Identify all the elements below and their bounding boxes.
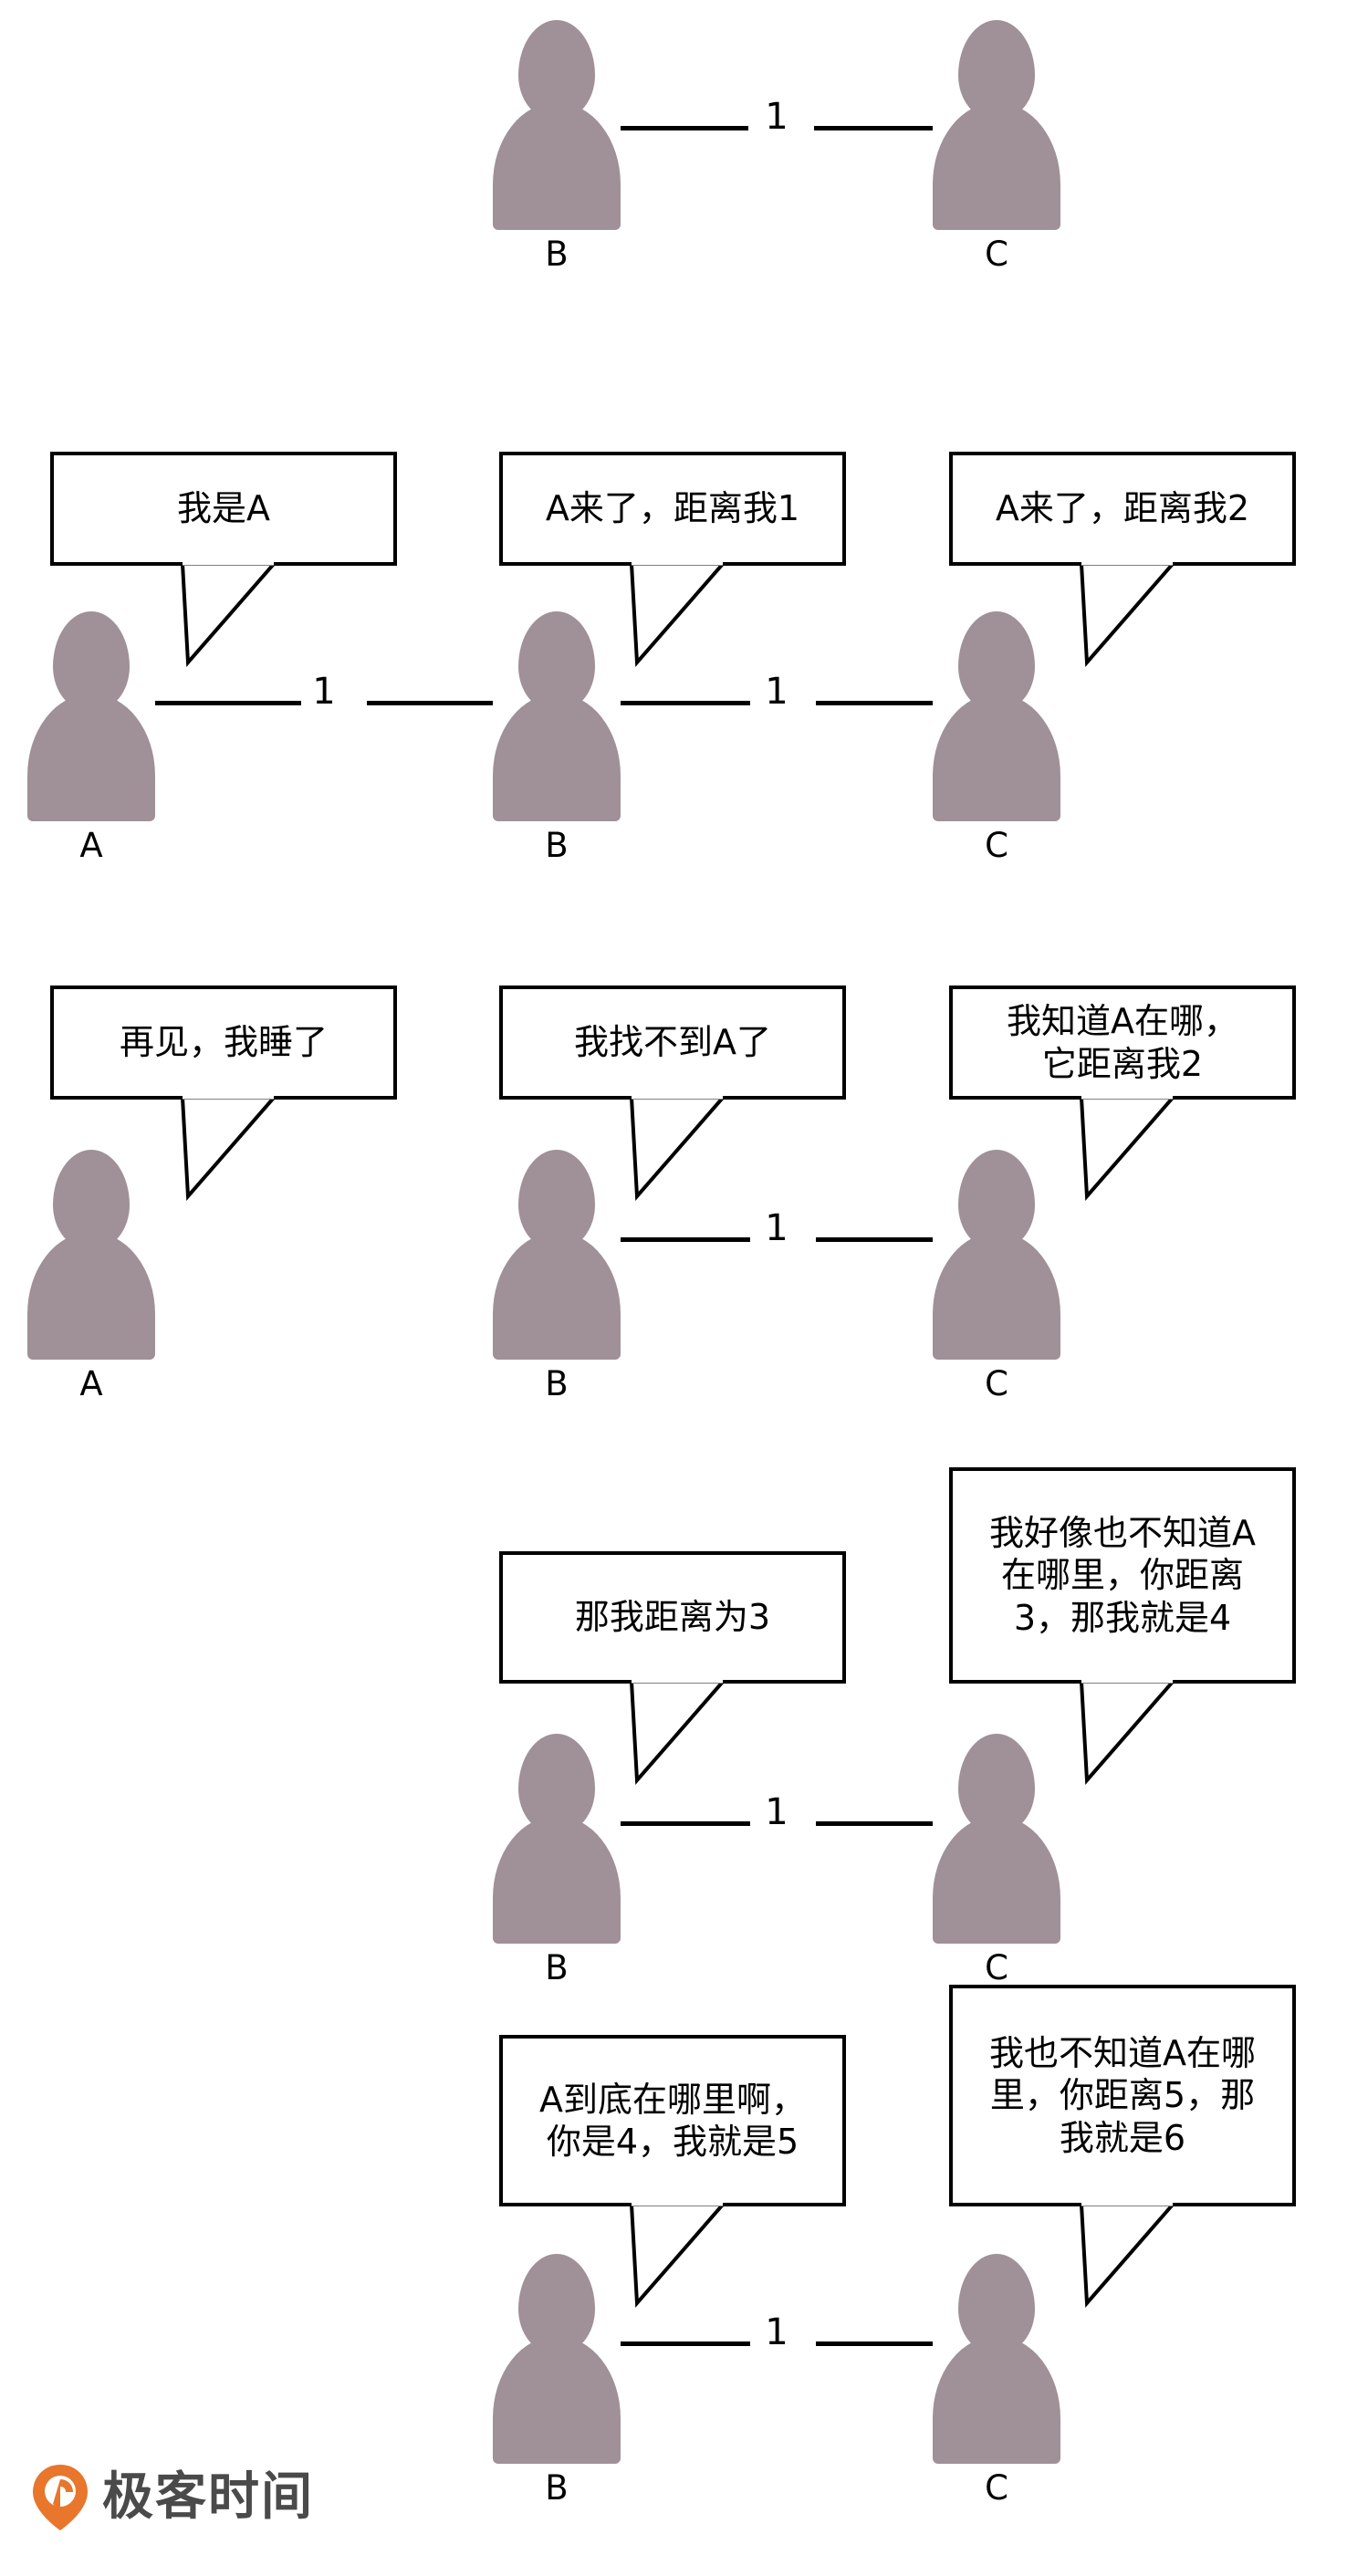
speech-bubble-a-row2: 我是A	[50, 452, 397, 566]
person-body-icon	[493, 1816, 621, 1944]
speech-bubble-b-row4: 那我距离为3	[499, 1551, 846, 1684]
link-segment-left	[621, 2341, 750, 2346]
link-segment-right	[816, 701, 933, 705]
person-body-icon	[493, 2336, 621, 2464]
speech-tail-a-row2	[180, 558, 278, 668]
speech-tail-c-row4	[1079, 1676, 1177, 1786]
link-segment-right	[816, 1821, 933, 1826]
person-label: C	[985, 2468, 1008, 2508]
link-distance-label: 1	[765, 96, 788, 138]
person-label: C	[985, 235, 1008, 274]
link-distance-label: 1	[765, 2311, 788, 2353]
link-segment-right	[816, 2341, 933, 2346]
speech-bubble-text: A到底在哪里啊， 你是4，我就是5	[539, 2079, 806, 2162]
person-body-icon	[933, 1816, 1060, 1944]
speech-bubble-b-row2: A来了，距离我1	[499, 452, 846, 566]
link-distance-label: 1	[765, 1791, 788, 1833]
person-b-row1: B	[493, 20, 621, 271]
person-body-icon	[493, 102, 621, 230]
person-body-icon	[933, 694, 1060, 821]
speech-tail-c-row2	[1079, 558, 1177, 668]
person-c-row4: C	[933, 1734, 1060, 1985]
link-distance-label: 1	[765, 1207, 788, 1249]
speech-bubble-c-row2: A来了，距离我2	[949, 452, 1296, 566]
person-body-icon	[933, 1232, 1060, 1360]
speech-bubble-text: 那我距离为3	[574, 1597, 771, 1638]
person-body-icon	[493, 1232, 621, 1360]
person-c-row2: C	[933, 611, 1060, 862]
person-c-row1: C	[933, 20, 1060, 271]
person-body-icon	[493, 694, 621, 821]
link-segment-left	[621, 1821, 750, 1826]
person-label: B	[545, 2468, 569, 2508]
person-b-row3: B	[493, 1150, 621, 1401]
speech-bubble-text: 我知道A在哪， 它距离我2	[1007, 1001, 1238, 1084]
person-a-row3: A	[27, 1150, 155, 1401]
speech-bubble-text: A来了，距离我2	[995, 488, 1250, 529]
link-segment-right	[814, 126, 933, 130]
person-body-icon	[933, 2336, 1060, 2464]
speech-bubble-text: 我好像也不知道A 在哪里，你距离 3，那我就是4	[989, 1512, 1256, 1638]
speech-tail-c-row3	[1079, 1092, 1177, 1202]
link-segment-right	[367, 701, 493, 705]
person-label: C	[985, 1948, 1008, 1987]
speech-bubble-b-row5: A到底在哪里啊， 你是4，我就是5	[499, 2035, 846, 2206]
person-label: C	[985, 1364, 1008, 1403]
speech-bubble-text: 再见，我睡了	[119, 1022, 328, 1063]
person-label: B	[545, 1948, 569, 1987]
speech-bubble-text: 我也不知道A在哪 里，你距离5，那 我就是6	[989, 2032, 1256, 2158]
speech-bubble-b-row3: 我找不到A了	[499, 986, 846, 1100]
person-body-icon	[27, 1232, 155, 1360]
person-c-row3: C	[933, 1150, 1060, 1401]
person-c-row5: C	[933, 2254, 1060, 2505]
person-b-row4: B	[493, 1734, 621, 1985]
person-label: B	[545, 235, 569, 274]
speech-tail-a-row3	[180, 1092, 278, 1202]
person-b-row2: B	[493, 611, 621, 862]
person-label: A	[79, 1364, 103, 1403]
link-distance-label: 1	[765, 671, 788, 713]
person-label: C	[985, 826, 1008, 865]
link-segment-left	[621, 701, 750, 705]
speech-bubble-text: A来了，距离我1	[545, 488, 800, 529]
person-label: A	[79, 826, 103, 865]
person-b-row5: B	[493, 2254, 621, 2505]
speech-bubble-text: 我找不到A了	[574, 1022, 771, 1063]
link-segment-left	[155, 701, 301, 705]
person-body-icon	[27, 694, 155, 821]
location-pin-icon	[31, 2464, 89, 2531]
person-label: B	[545, 826, 569, 865]
speech-bubble-c-row3: 我知道A在哪， 它距离我2	[949, 986, 1296, 1100]
link-segment-left	[621, 1237, 750, 1242]
speech-bubble-a-row3: 再见，我睡了	[50, 986, 397, 1100]
person-label: B	[545, 1364, 569, 1403]
link-distance-label: 1	[312, 671, 336, 713]
speech-tail-c-row5	[1079, 2199, 1177, 2309]
speech-bubble-c-row5: 我也不知道A在哪 里，你距离5，那 我就是6	[949, 1985, 1296, 2206]
link-segment-left	[621, 126, 748, 130]
brand-logo-text: 极客时间	[102, 2467, 314, 2527]
link-segment-right	[816, 1237, 933, 1242]
speech-bubble-c-row4: 我好像也不知道A 在哪里，你距离 3，那我就是4	[949, 1467, 1296, 1684]
person-body-icon	[933, 102, 1060, 230]
person-a-row2: A	[27, 611, 155, 862]
brand-logo: 极客时间	[31, 2464, 314, 2531]
speech-bubble-text: 我是A	[177, 488, 270, 529]
